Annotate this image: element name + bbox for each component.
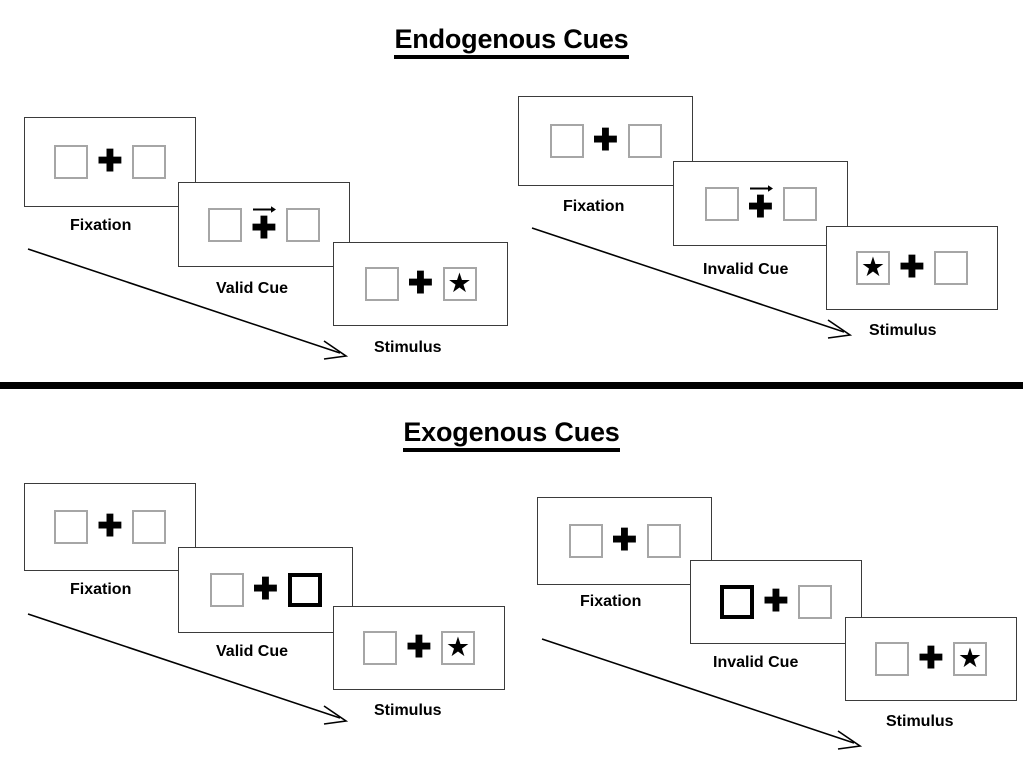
- arrow-right-icon: [749, 184, 773, 192]
- frame-content: ✚ ★: [334, 243, 507, 325]
- frame-content: ✚: [25, 118, 195, 206]
- stimulus-box-left: [209, 573, 244, 607]
- star-icon: ★: [860, 251, 886, 282]
- caption-endogenous-valid-cue: Valid Cue: [216, 280, 289, 297]
- fixation-cross-icon: ✚: [592, 124, 619, 157]
- stimulus-box-right: [627, 124, 662, 158]
- fixation-cross-icon: ✚: [97, 510, 123, 543]
- frame-content: ✚: [519, 97, 692, 185]
- section-title-exogenous-text: Exogenous Cues: [403, 417, 620, 452]
- frame-content: ✚: [674, 162, 847, 245]
- stimulus-box-left: [208, 207, 242, 242]
- stimulus-box-right: [646, 524, 681, 558]
- stimulus-box-left: [568, 524, 603, 558]
- frame-endogenous-valid-fixation: ✚: [24, 117, 196, 207]
- caption-exogenous-invalid-cue: Invalid Cue: [713, 654, 799, 671]
- stimulus-box-left: [54, 510, 88, 544]
- stimulus-box-left: [704, 186, 739, 221]
- fixation-cross-icon: ✚: [747, 191, 774, 224]
- stimulus-box-right: [132, 510, 166, 544]
- caption-exogenous-invalid-fixation: Fixation: [580, 593, 642, 610]
- caption-exogenous-valid-cue: Valid Cue: [216, 643, 289, 660]
- stimulus-box-right: ★: [441, 631, 475, 665]
- frame-content: ★ ✚: [827, 227, 997, 309]
- fixation-cross-icon: ✚: [251, 212, 277, 245]
- fixation-cross-icon: ✚: [406, 631, 432, 664]
- fixation-center: ✚: [909, 635, 953, 683]
- fixation-center: ✚: [88, 503, 132, 551]
- fixation-cross-icon: ✚: [611, 524, 638, 557]
- caption-exogenous-valid-fixation: Fixation: [70, 581, 132, 598]
- fixation-center: ✚: [754, 578, 798, 626]
- cue-center: ✚: [242, 201, 286, 249]
- stimulus-box-left: [54, 145, 88, 179]
- caption-exogenous-invalid-stimulus: Stimulus: [886, 713, 954, 730]
- fixation-center: ✚: [399, 260, 443, 308]
- stimulus-box-left: [363, 631, 397, 665]
- stimulus-box-right: [798, 585, 832, 619]
- stimulus-box-right: [286, 207, 320, 242]
- stimulus-box-right: ★: [442, 267, 477, 301]
- star-icon: ★: [957, 642, 983, 673]
- cue-center: ✚: [739, 180, 783, 228]
- fixation-cross-icon: ✚: [97, 145, 123, 178]
- stimulus-box-left-cued: [720, 585, 754, 619]
- caption-endogenous-valid-fixation: Fixation: [70, 217, 132, 234]
- caption-endogenous-invalid-cue: Invalid Cue: [703, 261, 789, 278]
- fixation-center: ✚: [584, 117, 628, 165]
- caption-exogenous-valid-stimulus: Stimulus: [374, 702, 442, 719]
- frame-endogenous-valid-stimulus: ✚ ★: [333, 242, 508, 326]
- fixation-center: ✚: [603, 517, 647, 565]
- frame-content: ✚: [538, 498, 711, 584]
- frame-endogenous-valid-cue: ✚: [178, 182, 350, 267]
- frame-content: ✚: [25, 484, 195, 570]
- section-title-exogenous: Exogenous Cues: [0, 417, 1023, 452]
- fixation-cross-icon: ✚: [252, 573, 279, 606]
- caption-endogenous-invalid-fixation: Fixation: [563, 198, 625, 215]
- stimulus-box-right: [934, 251, 968, 285]
- frame-exogenous-valid-cue: ✚: [178, 547, 353, 633]
- stimulus-box-right: [782, 186, 817, 221]
- fixation-center: ✚: [88, 138, 132, 186]
- fixation-cross-icon: ✚: [899, 251, 925, 284]
- frame-exogenous-invalid-fixation: ✚: [537, 497, 712, 585]
- star-icon: ★: [447, 267, 472, 298]
- frame-exogenous-valid-fixation: ✚: [24, 483, 196, 571]
- frame-exogenous-invalid-stimulus: ✚ ★: [845, 617, 1017, 701]
- frame-exogenous-valid-stimulus: ✚ ★: [333, 606, 505, 690]
- fixation-cross-icon: ✚: [407, 267, 434, 300]
- frame-content: ✚ ★: [846, 618, 1016, 700]
- fixation-center: ✚: [244, 566, 288, 614]
- time-arrow-exogenous-invalid: [541, 638, 863, 750]
- caption-endogenous-invalid-stimulus: Stimulus: [869, 322, 937, 339]
- fixation-cross-icon: ✚: [763, 585, 789, 618]
- arrow-right-icon: [253, 205, 276, 213]
- caption-endogenous-valid-stimulus: Stimulus: [374, 339, 442, 356]
- frame-content: ✚ ★: [334, 607, 504, 689]
- frame-endogenous-invalid-cue: ✚: [673, 161, 848, 246]
- section-divider: [0, 382, 1023, 389]
- stimulus-box-right-cued: [287, 573, 322, 607]
- star-icon: ★: [445, 631, 471, 662]
- section-title-endogenous: Endogenous Cues: [0, 24, 1023, 59]
- frame-exogenous-invalid-cue: ✚: [690, 560, 862, 644]
- fixation-center: ✚: [890, 244, 934, 292]
- section-title-endogenous-text: Endogenous Cues: [394, 24, 629, 59]
- stimulus-box-left: ★: [856, 251, 890, 285]
- fixation-center: ✚: [397, 624, 441, 672]
- stimulus-box-left: [549, 124, 584, 158]
- stimulus-box-right: ★: [953, 642, 987, 676]
- fixation-cross-icon: ✚: [918, 642, 944, 675]
- frame-endogenous-invalid-fixation: ✚: [518, 96, 693, 186]
- frame-content: ✚: [179, 548, 352, 632]
- frame-content: ✚: [179, 183, 349, 266]
- stimulus-box-left: [875, 642, 909, 676]
- frame-content: ✚: [691, 561, 861, 643]
- stimulus-box-left: [364, 267, 399, 301]
- stimulus-box-right: [132, 145, 166, 179]
- frame-endogenous-invalid-stimulus: ★ ✚: [826, 226, 998, 310]
